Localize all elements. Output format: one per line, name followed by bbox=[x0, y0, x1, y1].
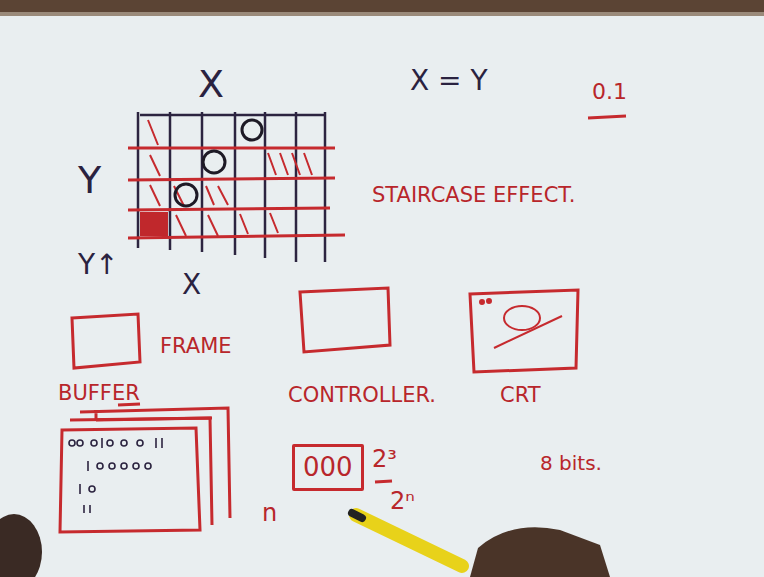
board-label: 2ⁿ bbox=[390, 488, 415, 514]
board-label: X = Y bbox=[410, 66, 488, 97]
board-label: STAIRCASE EFFECT. bbox=[372, 184, 575, 207]
board-label: FRAME bbox=[160, 335, 232, 358]
board-label: X bbox=[182, 270, 201, 301]
board-label: BUFFER bbox=[58, 382, 140, 405]
register-box: 000 bbox=[292, 444, 364, 491]
board-label: 2³ bbox=[372, 446, 397, 472]
box-text: 000 bbox=[303, 453, 353, 482]
board-label: Y↑ bbox=[78, 250, 119, 281]
board-label: X bbox=[198, 64, 224, 106]
board-label: n bbox=[262, 500, 277, 526]
board-label: 8 bits. bbox=[540, 452, 602, 474]
board-label: Y bbox=[78, 160, 101, 202]
board-label: CONTROLLER. bbox=[288, 384, 436, 407]
board-label: CRT bbox=[500, 384, 541, 407]
board-label: 0.1 bbox=[592, 80, 627, 104]
